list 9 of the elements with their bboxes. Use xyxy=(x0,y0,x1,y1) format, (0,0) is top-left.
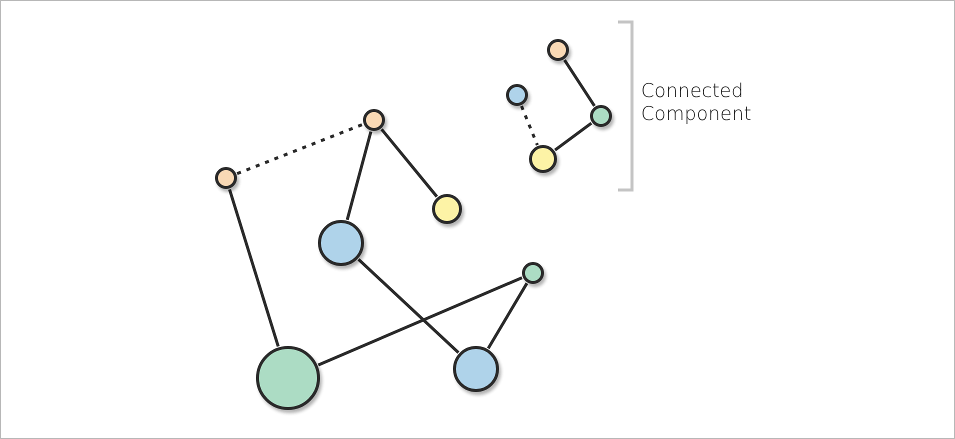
connecting-line xyxy=(228,189,280,347)
connecting-line xyxy=(380,128,438,198)
connecting-line xyxy=(563,59,596,107)
group-label: Connected Component xyxy=(641,80,752,126)
connecting-line xyxy=(346,131,372,220)
connecting-line xyxy=(358,258,460,354)
dotted-line xyxy=(236,122,364,176)
dotted-line xyxy=(520,106,539,146)
connecting-line xyxy=(554,122,592,152)
